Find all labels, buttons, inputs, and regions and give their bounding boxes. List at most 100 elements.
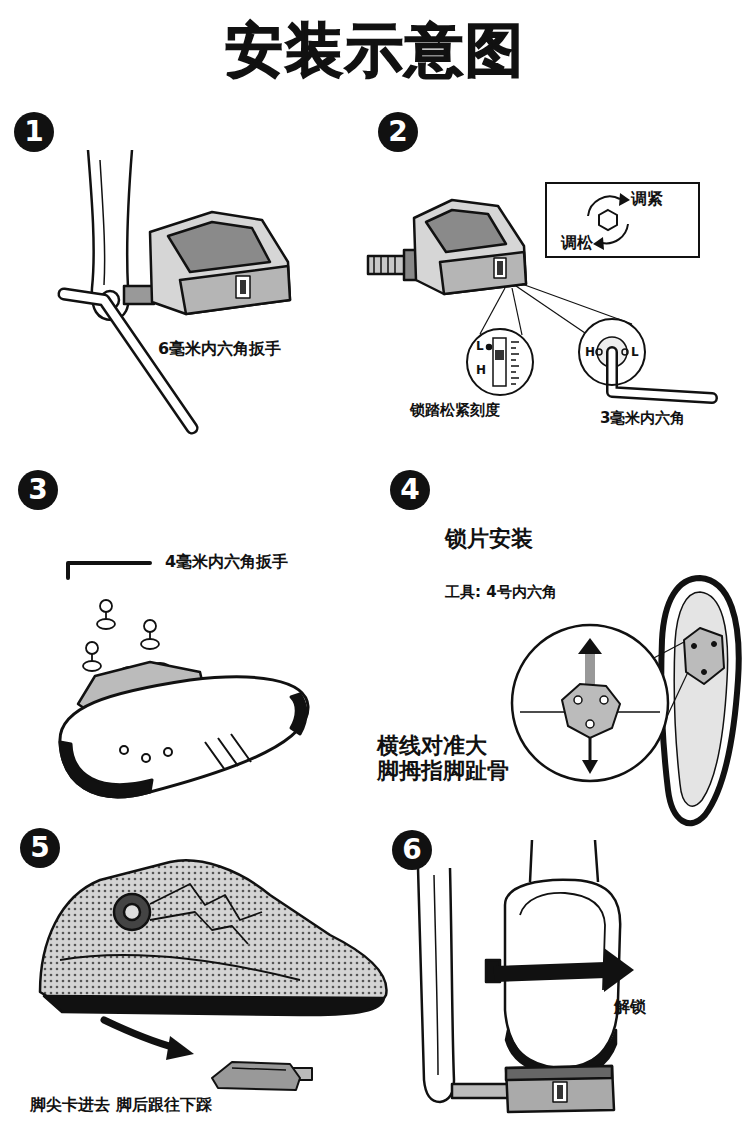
screws [91, 654, 93, 662]
pedal [494, 258, 506, 278]
pedal [240, 280, 246, 294]
pedal [452, 1066, 614, 1112]
motion-arrow [104, 1020, 176, 1048]
leader-line [512, 288, 522, 335]
tension-symbol [599, 210, 617, 230]
step-number: 4 [390, 470, 430, 510]
shoe-sole [60, 677, 308, 797]
pedal [557, 1085, 563, 1099]
shoe-sole [702, 670, 707, 675]
adjust-screw-callout: HL [578, 318, 646, 386]
leader-line [650, 642, 684, 660]
pedal [374, 256, 395, 274]
shoe-sole [205, 734, 251, 770]
motion-arrow [604, 948, 634, 992]
tension-symbol [602, 224, 628, 243]
hex-wrench [64, 294, 192, 428]
step-number: 1 [14, 112, 54, 152]
tool-label: 4毫米内六角扳手 [165, 553, 288, 571]
pedal [452, 1084, 510, 1098]
crank-arm [100, 160, 105, 285]
scale-mark: H [585, 346, 595, 359]
magnifier [589, 736, 592, 762]
pedal [232, 1068, 286, 1070]
tension-symbol [593, 237, 604, 250]
leader-line [516, 286, 585, 333]
screws [100, 600, 112, 612]
pedal [440, 252, 526, 294]
screws [105, 612, 107, 620]
tension-scale-callout: LH [466, 328, 534, 396]
adjust-direction: 调紧 [631, 190, 663, 208]
hex-wrench [612, 352, 712, 398]
motion-arrow [494, 948, 634, 992]
pedal [553, 1082, 567, 1102]
step-number: 2 [378, 112, 418, 152]
tension-scale [493, 338, 506, 386]
tension-symbol [619, 193, 630, 206]
screws [86, 642, 98, 654]
cycling-shoe [40, 860, 387, 1008]
pedal [497, 261, 503, 275]
adjust-dial [596, 349, 602, 355]
section-heading: 锁片安装 [445, 526, 533, 551]
hex-wrench [612, 352, 712, 398]
tension-scale [495, 350, 504, 360]
hex-wrench [64, 294, 192, 428]
shoe-sole [164, 748, 172, 756]
step-number-text: 6 [402, 836, 421, 864]
magnifier [586, 720, 594, 728]
pedal [124, 212, 290, 314]
pedal [180, 266, 290, 314]
pedal [506, 1066, 612, 1080]
step-number: 3 [18, 470, 58, 510]
screws [97, 619, 115, 629]
shoe-sole [674, 592, 727, 806]
adjust-direction: 调松 [561, 234, 593, 252]
action-label: 解锁 [614, 998, 646, 1016]
adjust-direction-box: 调紧调松 [545, 182, 700, 258]
adjust-dial [622, 349, 628, 355]
step-number-text: 5 [30, 834, 49, 862]
step-number-text: 2 [388, 118, 407, 146]
pedal [368, 256, 408, 274]
hex-wrench [68, 563, 150, 578]
crank-arm [418, 868, 454, 1102]
pedal [426, 210, 506, 252]
cycling-shoe [40, 860, 387, 1015]
tool-label: 6毫米内六角扳手 [158, 340, 281, 358]
step-number-text: 1 [24, 118, 43, 146]
magnifier [574, 696, 582, 704]
step-number: 6 [392, 830, 432, 870]
tension-scale [511, 342, 519, 384]
shoe-sole [661, 578, 738, 823]
pedal [168, 222, 270, 272]
pedal [124, 286, 154, 304]
magnifier [600, 696, 608, 704]
pedal [236, 276, 250, 298]
magnifier [582, 760, 598, 774]
scale-mark: L [476, 340, 484, 353]
shoe-sole [692, 644, 697, 649]
pedal [506, 1066, 614, 1112]
tension-symbol [588, 193, 630, 250]
scale-mark: H [476, 364, 486, 377]
cycling-shoe [60, 955, 300, 980]
shoe-sole [661, 578, 738, 823]
motion-arrow [494, 970, 606, 974]
tension-scale [487, 338, 520, 386]
tension-symbol [588, 197, 620, 216]
crank-arm [434, 875, 438, 1075]
cycling-shoe [44, 996, 384, 1015]
rider-foot [486, 840, 620, 1076]
hex-wrench [612, 352, 712, 398]
screws [144, 620, 156, 632]
screws [149, 632, 151, 640]
hex-wrench [64, 294, 192, 428]
page-title: 安装示意图 [0, 12, 750, 90]
instruction-label: 脚尖卡进去 脚后跟往下踩 [30, 1096, 212, 1114]
magnifier [585, 652, 595, 688]
shoe-sole [291, 694, 306, 734]
